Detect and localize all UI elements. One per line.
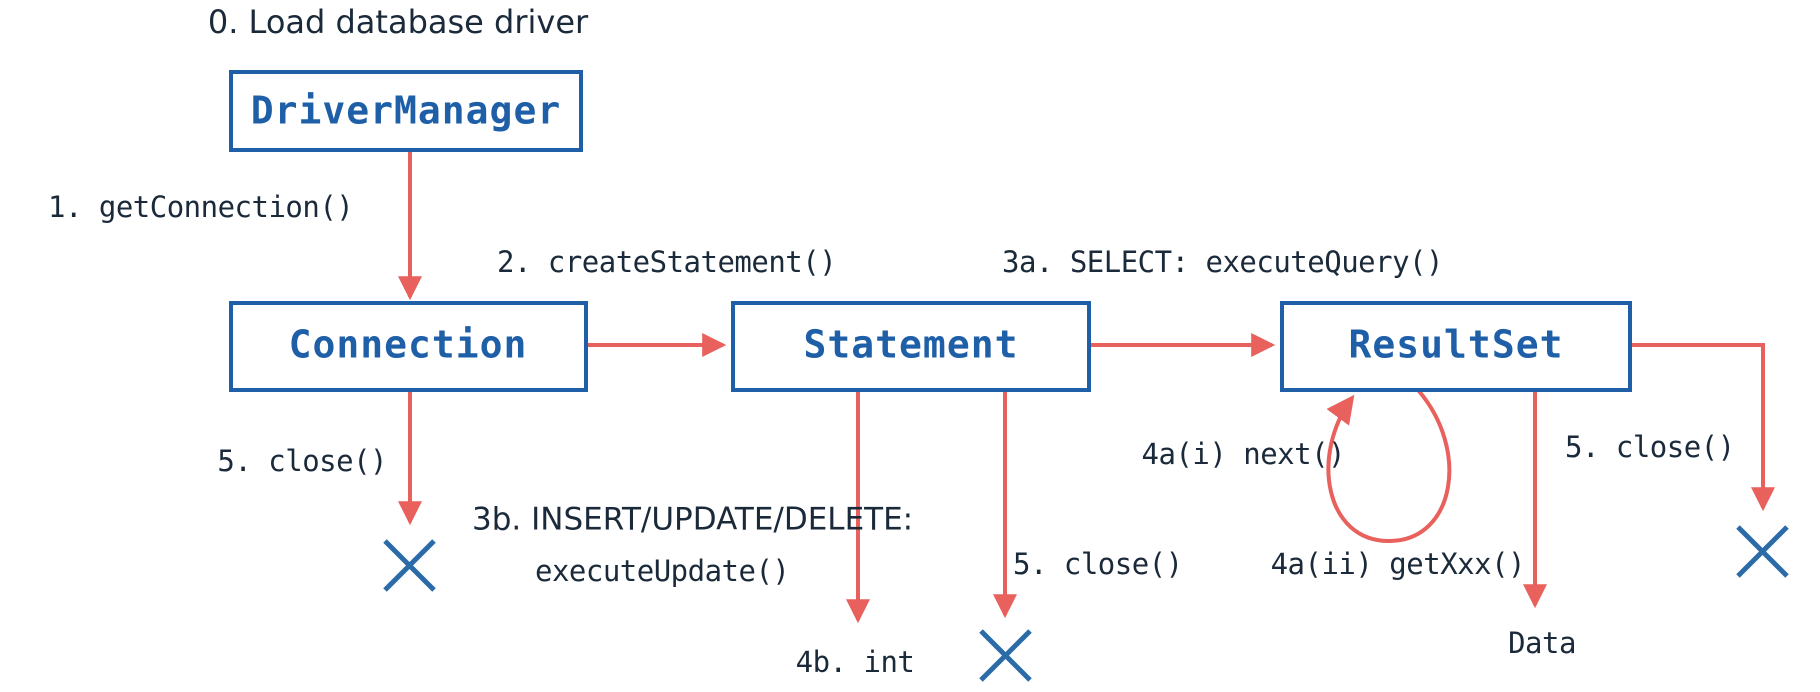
node-statement-label: Statement (804, 323, 1019, 367)
terminal-label-int-result: 4b. int (796, 645, 915, 679)
x-mark-resultset-closed (1736, 525, 1789, 578)
x-mark-statement-closed (979, 629, 1032, 682)
edge-label-execute-update-line2: executeUpdate() (535, 554, 789, 588)
edge-label-create-statement: 2. createStatement() (497, 245, 836, 279)
edge-label-get-xxx: 4a(ii) getXxx() (1271, 547, 1525, 581)
edge-resultset-close (1630, 343, 1775, 512)
node-resultset-label: ResultSet (1349, 323, 1564, 367)
node-resultset[interactable]: ResultSet (1280, 301, 1632, 392)
edge-label-statement-close: 5. close() (1013, 547, 1183, 581)
node-connection[interactable]: Connection (229, 301, 588, 392)
node-drivermanager-label: DriverManager (251, 89, 561, 133)
terminal-label-data-result: Data (1508, 626, 1576, 660)
edge-label-get-connection: 1. getConnection() (48, 190, 353, 224)
node-connection-label: Connection (289, 323, 528, 367)
edge-label-connection-close: 5. close() (217, 444, 387, 478)
edge-label-resultset-close: 5. close() (1565, 430, 1735, 464)
edge-resultset-self-loop (1326, 388, 1452, 544)
edge-label-next: 4a(i) next() (1141, 437, 1345, 471)
x-mark-connection-closed (383, 539, 436, 592)
node-drivermanager[interactable]: DriverManager (229, 70, 583, 152)
node-statement[interactable]: Statement (731, 301, 1091, 392)
edge-label-execute-update-line1: 3b. INSERT/UPDATE/DELETE: (472, 502, 913, 538)
diagram-title: 0. Load database driver (208, 3, 589, 41)
edge-label-execute-query: 3a. SELECT: executeQuery() (1002, 245, 1443, 279)
